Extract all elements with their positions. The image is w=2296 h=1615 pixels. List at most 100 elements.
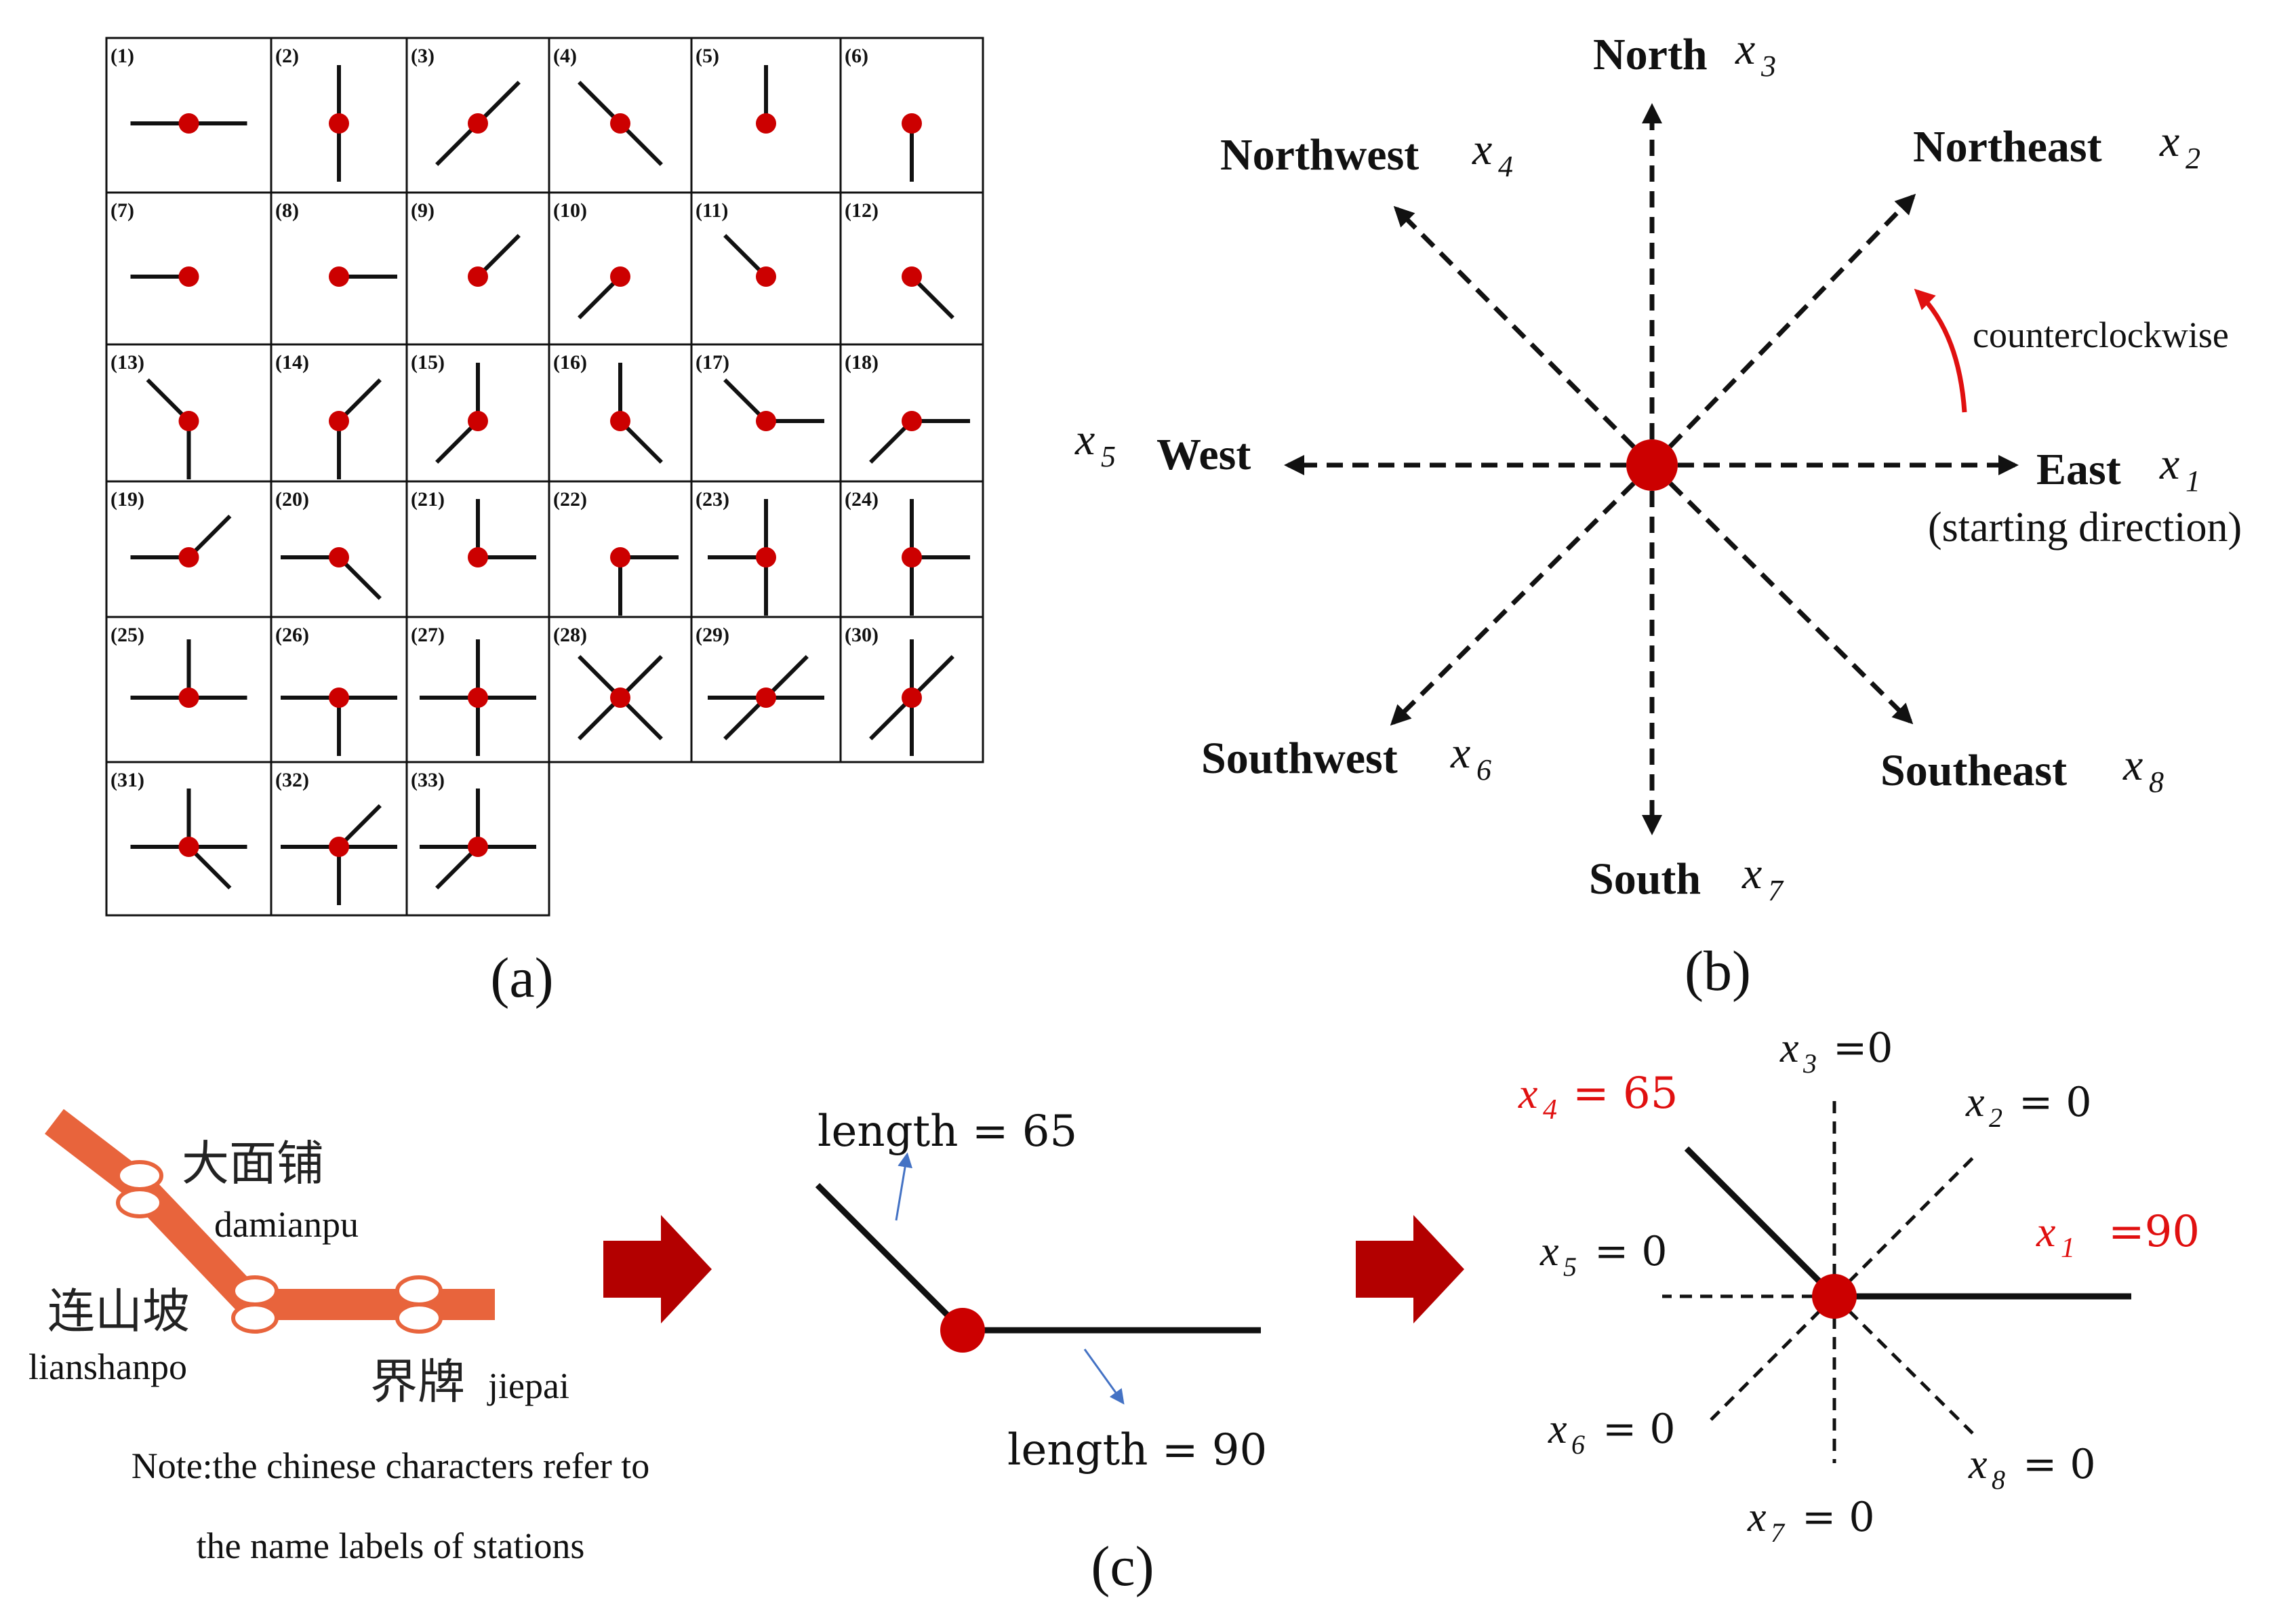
pattern-cell: (22): [548, 480, 693, 618]
value-x8-var: x: [1968, 1441, 1988, 1488]
pattern-cell: (17): [690, 343, 842, 483]
label-north-name: North: [1593, 30, 1708, 79]
pattern-cell-number: (31): [110, 769, 144, 791]
pattern-node: [178, 113, 199, 134]
arrow-northeast: [1650, 193, 1916, 467]
pattern-cell: (18): [839, 343, 984, 483]
value-x2-eq: = 0: [2019, 1079, 2092, 1126]
value-x3-eq: =0: [1833, 1024, 1893, 1072]
label-east-var: x: [2159, 439, 2179, 489]
value-x4-var: x: [1518, 1069, 1537, 1117]
value-x1-eq: =90: [2108, 1207, 2200, 1257]
pattern-cell-number: (9): [411, 199, 435, 222]
pattern-node: [329, 687, 349, 708]
pattern-cell-number: (12): [845, 199, 879, 222]
pattern-cell: (2): [270, 37, 408, 194]
pattern-node: [329, 113, 349, 134]
label-west-var: x: [1074, 415, 1095, 464]
label-northeast-sub: 2: [2186, 142, 2200, 175]
pattern-node: [610, 113, 630, 134]
pattern-cell: (23): [690, 480, 842, 618]
label-northeast: Northeast x 2: [1913, 117, 2200, 175]
pattern-cell-number: (29): [696, 624, 729, 646]
panel-c: 大面铺 damianpu 连山坡 lianshanpo 界牌 jiepai No…: [28, 1024, 2200, 1598]
pattern-node: [329, 547, 349, 567]
label-south-var: x: [1741, 849, 1762, 898]
pattern-cell: (21): [405, 480, 550, 618]
pattern-cell-number: (4): [553, 45, 577, 67]
pattern-cell: (31): [105, 761, 273, 917]
note-line-2: the name labels of stations: [197, 1526, 585, 1566]
pattern-node: [610, 411, 630, 431]
starting-direction-note: (starting direction): [1928, 504, 2242, 551]
pattern-cell-number: (1): [110, 45, 134, 67]
pattern-cell-number: (10): [553, 199, 587, 222]
solid-northwest: [1684, 1146, 1837, 1299]
pattern-node: [902, 113, 922, 134]
pattern-cell-number: (24): [845, 488, 879, 511]
pattern-cell-number: (33): [411, 769, 445, 791]
pattern-node: [468, 113, 488, 134]
pattern-node: [756, 266, 776, 287]
pattern-cell: (27): [405, 616, 550, 763]
pattern-cell: (3): [405, 37, 550, 194]
value-x7-eq: = 0: [1802, 1494, 1875, 1541]
pattern-cell-number: (32): [275, 769, 309, 791]
dash-northeast: [1833, 1155, 1975, 1298]
pattern-cell-number: (3): [411, 45, 435, 67]
pattern-cell: (1): [105, 37, 273, 194]
length-label-90: length = 90: [1007, 1425, 1267, 1475]
pattern-node: [178, 266, 199, 287]
value-x2: x 2 = 0: [1965, 1079, 2092, 1133]
pattern-cell-number: (19): [110, 488, 144, 511]
pattern-node: [610, 687, 630, 708]
pattern-cell-number: (8): [275, 199, 299, 222]
segment-diagram: length = 65 length = 90: [815, 1106, 1267, 1475]
feature-node: [1812, 1274, 1857, 1319]
pattern-cell-number: (2): [275, 45, 299, 67]
pattern-node: [468, 547, 488, 567]
pattern-node: [178, 411, 199, 431]
label-east-name: East: [2036, 445, 2121, 494]
pattern-cell-number: (17): [696, 351, 729, 374]
pattern-cell-number: (7): [110, 199, 134, 222]
pattern-node: [178, 837, 199, 857]
dash-southeast: [1833, 1295, 1974, 1435]
feature-diagram: x 3 =0 x 2 = 0 x 4 = 65 x 1 =90 x 5: [1518, 1024, 2200, 1548]
pattern-cell-number: (23): [696, 488, 729, 511]
value-x5-eq: = 0: [1594, 1228, 1668, 1275]
pattern-node: [329, 837, 349, 857]
pattern-cell: (25): [105, 616, 273, 763]
pattern-cell: (9): [405, 191, 550, 346]
pattern-cell: (13): [105, 343, 273, 483]
value-x2-var: x: [1965, 1079, 1985, 1125]
label-southeast: Southeast x 8: [1880, 740, 2164, 799]
pattern-cell-number: (11): [696, 199, 728, 222]
value-x6-eq: = 0: [1603, 1405, 1676, 1453]
station-label-mid-en: lianshanpo: [28, 1347, 187, 1387]
pattern-cell: (29): [690, 616, 842, 763]
pattern-cell-border: [839, 616, 984, 763]
value-x3-sub: 3: [1802, 1048, 1817, 1079]
value-x8: x 8 = 0: [1968, 1441, 2096, 1495]
label-south: South x 7: [1589, 849, 1784, 907]
label-southwest-sub: 6: [1476, 753, 1491, 786]
pattern-node: [329, 266, 349, 287]
pattern-cell-number: (27): [411, 624, 445, 646]
value-x4-eq: = 65: [1573, 1069, 1678, 1119]
pattern-cell: (5): [690, 37, 842, 194]
station-label-right-en: jiepai: [487, 1365, 569, 1406]
label-north: North x 3: [1593, 24, 1776, 83]
label-north-sub: 3: [1760, 49, 1776, 83]
process-arrow-2-icon: [1356, 1215, 1464, 1323]
pattern-cell-number: (30): [845, 624, 879, 646]
segment-northwest: [815, 1182, 965, 1333]
pattern-node: [468, 411, 488, 431]
panel-a-caption: (a): [490, 946, 553, 1010]
pattern-cell: (33): [405, 761, 550, 917]
label-southeast-var: x: [2122, 740, 2143, 790]
panel-c-caption: (c): [1091, 1535, 1154, 1598]
pattern-node: [902, 687, 922, 708]
station-label-mid-cn: 连山坡: [47, 1283, 190, 1339]
note-line-1: Note:the chinese characters refer to: [132, 1445, 650, 1486]
